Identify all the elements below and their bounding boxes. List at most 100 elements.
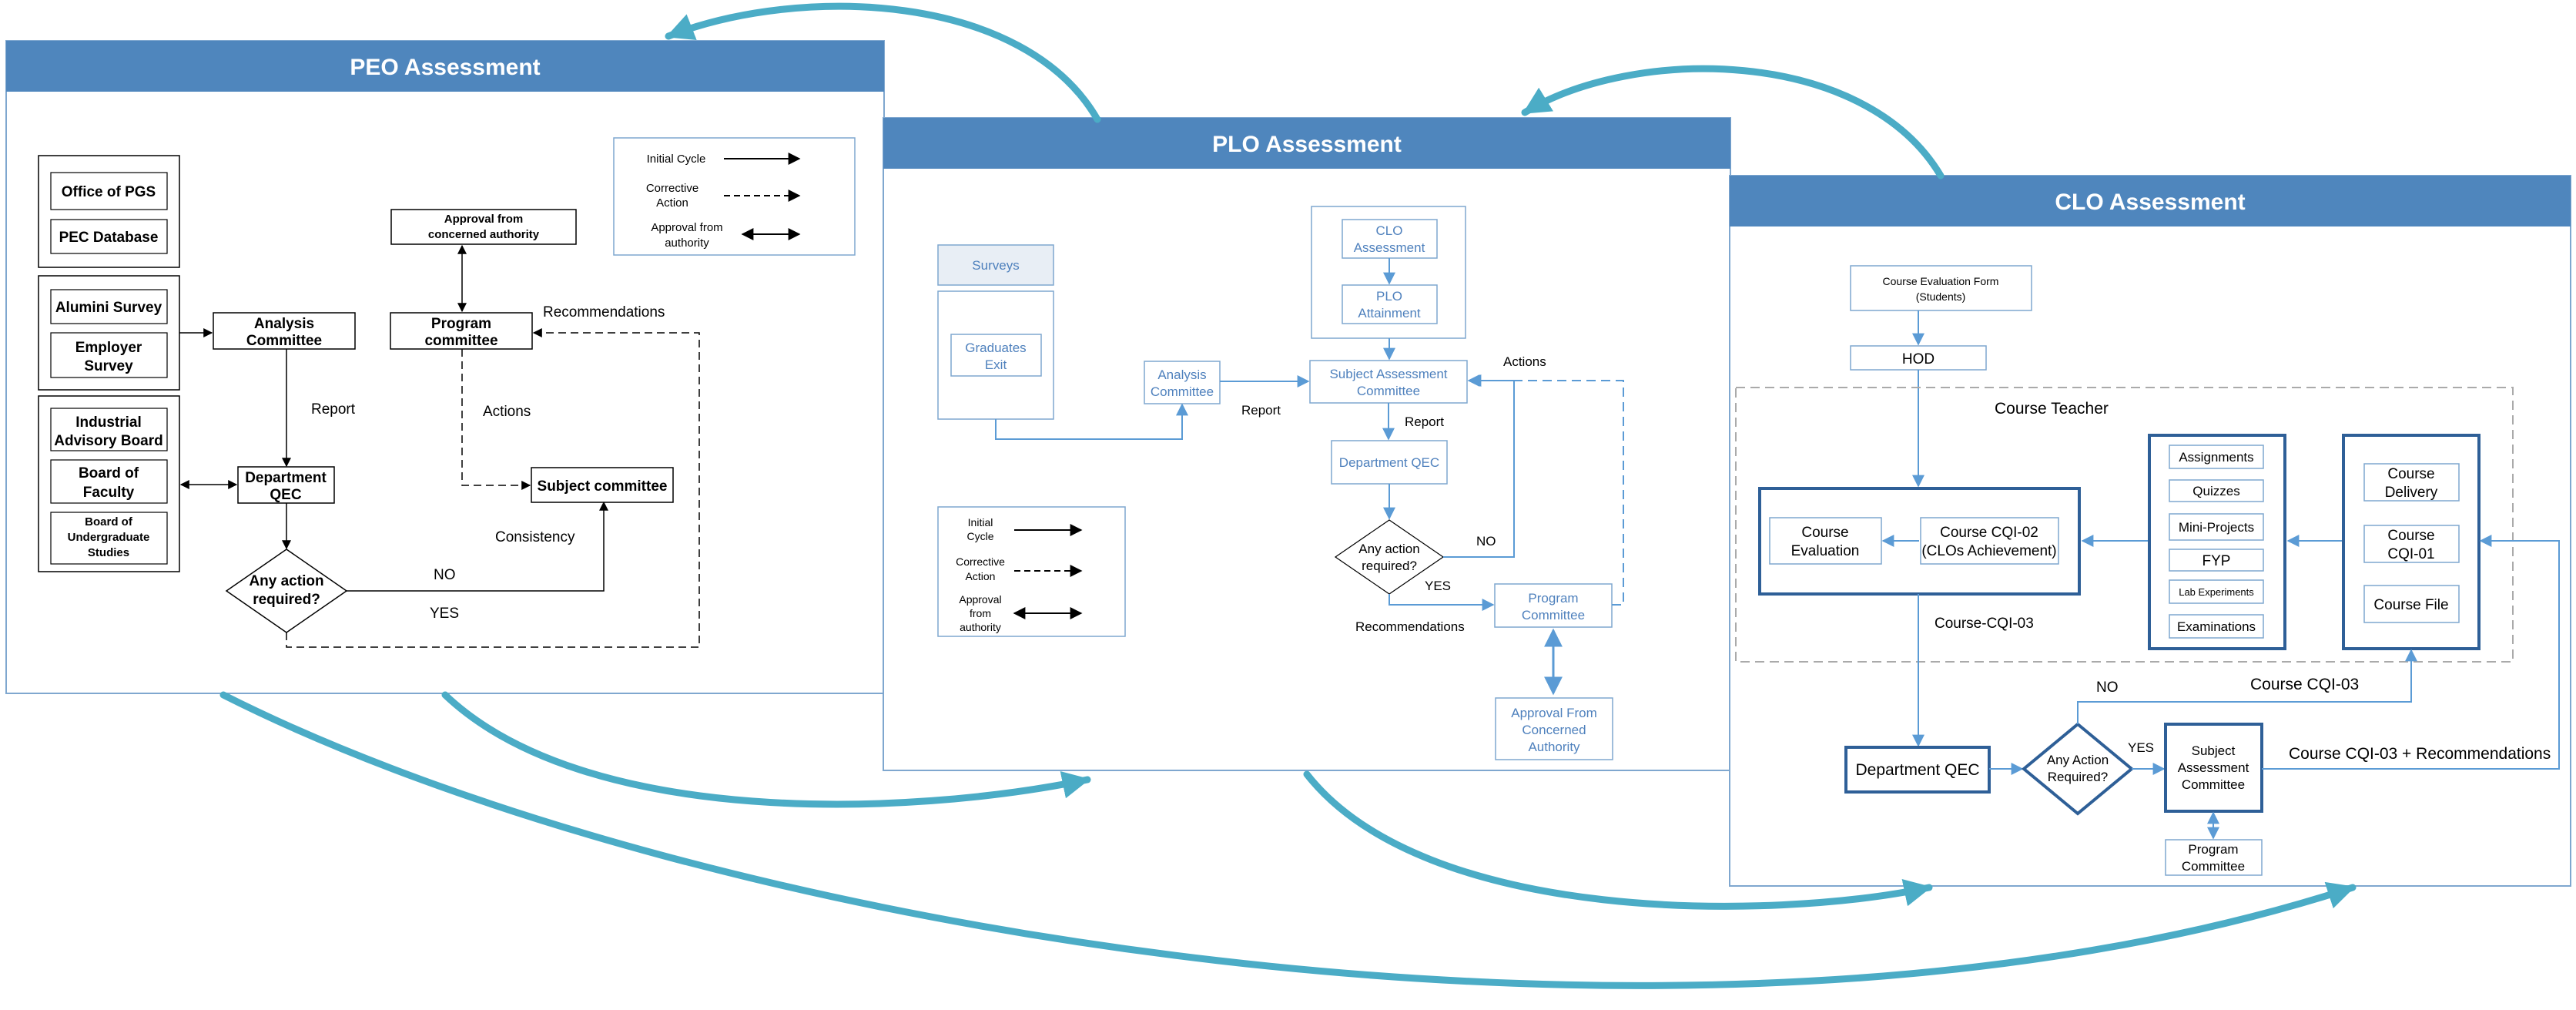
plo-program-label-2: Committee (1522, 608, 1585, 622)
peo-decision-label-2: required? (253, 592, 320, 608)
clo-subject-label-1: Subject (2192, 743, 2236, 758)
course-teacher-region (1735, 387, 2514, 663)
employer-survey-label-1: Employer (75, 340, 142, 356)
plo-legend-corrective-1: Corrective (956, 555, 1005, 568)
plo-surveys-label: Surveys (972, 258, 1019, 273)
peo-report-label: Report (311, 401, 356, 418)
plo-approval-label-2: Concerned (1522, 723, 1586, 737)
employer-survey-label-2: Survey (84, 358, 133, 374)
peo-panel: PEO Assessment Office of PGS PEC Databas… (5, 40, 885, 694)
peo-actions-label: Actions (483, 404, 531, 420)
peo-no-label: NO (434, 567, 456, 583)
clo-cqi01-label-2: CQI-01 (2387, 546, 2434, 562)
clo-cqi03-side-label: Course-CQI-03 (1935, 616, 2034, 632)
plo-panel: PLO Assessment Surveys Graduates Exit An… (883, 117, 1731, 771)
peo-subject-committee-label: Subject committee (538, 478, 668, 495)
clo-cqi03-top-label: Course CQI-03 (2250, 676, 2359, 693)
plo-legend-approval-2: from (970, 607, 991, 619)
peo-title: PEO Assessment (350, 55, 540, 80)
peo-dept-qec-label-2: QEC (270, 487, 301, 503)
plo-graduates-label-2: Exit (985, 357, 1007, 372)
plo-program-label-1: Program (1528, 591, 1578, 606)
plo-subject-label-2: Committee (1357, 384, 1420, 398)
plo-attainment-label-2: Attainment (1358, 306, 1421, 320)
peo-decision-label-1: Any action (249, 573, 323, 589)
plo-analysis-label-2: Committee (1151, 384, 1214, 399)
pec-database-label: PEC Database (59, 230, 159, 246)
peo-header (6, 41, 884, 92)
plo-approval-label-3: Authority (1528, 740, 1580, 754)
plo-report-label-2: Report (1405, 414, 1444, 429)
plo-legend-initial-1: Initial (968, 516, 993, 528)
peo-legend-initial: Initial Cycle (647, 153, 706, 166)
clo-cqi03-recs-label: Course CQI-03 + Recommendations (2289, 745, 2551, 763)
plo-no-label: NO (1476, 534, 1496, 549)
peo-legend-corrective-1: Corrective (646, 182, 698, 195)
alumni-survey-label: Alumini Survey (55, 300, 162, 316)
clo-hod-label: HOD (1902, 351, 1935, 367)
industrial-board-label-2: Advisory Board (54, 433, 162, 449)
plo-legend-approval-1: Approval (959, 593, 1001, 606)
board-faculty-label-1: Board of (79, 465, 139, 482)
clo-program-label-1: Program (2188, 842, 2238, 857)
peo-analysis-label-2: Committee (246, 333, 322, 349)
plo-decision-label-2: required? (1362, 559, 1417, 573)
peo-dept-qec-label-1: Department (245, 470, 327, 486)
plo-actions-label: Actions (1503, 354, 1546, 369)
clo-course-teacher-label: Course Teacher (1995, 400, 2109, 418)
peo-legend-corrective-2: Action (656, 196, 688, 210)
plo-analysis-label-1: Analysis (1157, 367, 1206, 382)
board-faculty-label-2: Faculty (83, 485, 135, 501)
plo-recommendations-label: Recommendations (1355, 619, 1465, 634)
peo-program-label-2: committee (424, 333, 497, 349)
clo-cqi02-label-1: Course CQI-02 (1940, 525, 2038, 541)
plo-legend-initial-2: Cycle (966, 530, 993, 542)
arrow-peo-to-plo (441, 691, 1091, 808)
plo-legend-approval-3: authority (960, 621, 1001, 633)
peo-approval-label-1: Approval from (444, 213, 524, 226)
clo-program-label-2: Committee (2182, 859, 2245, 874)
plo-legend-corrective-2: Action (966, 570, 996, 582)
plo-header (883, 118, 1730, 169)
clo-examinations-label: Examinations (2177, 619, 2256, 634)
board-ug-label-1: Board of (85, 515, 133, 528)
clo-course-eval-label-1: Course (1801, 525, 1848, 541)
clo-lab-label: Lab Experiments (2179, 586, 2254, 598)
arrow-clo-to-plo (1521, 65, 1945, 180)
plo-dept-qec-label: Department QEC (1339, 455, 1439, 470)
clo-header (1730, 176, 2571, 226)
clo-course-file-label: Course File (2373, 597, 2448, 613)
industrial-board-label-1: Industrial (75, 414, 142, 431)
clo-decision-label-2: Required? (2048, 770, 2108, 784)
clo-cqi02-label-2: (CLOs Achievement) (1921, 543, 2056, 559)
clo-cqi01-label-1: Course (2387, 528, 2434, 544)
peo-consistency-label: Consistency (495, 529, 575, 545)
peo-recommendations-label: Recommendations (543, 304, 665, 320)
peo-legend-approval-2: authority (665, 237, 709, 250)
office-pgs-label: Office of PGS (62, 184, 156, 200)
peo-program-label-1: Program (431, 316, 491, 332)
board-ug-label-2: Undergraduate (68, 531, 150, 544)
clo-course-eval-label-2: Evaluation (1791, 543, 1860, 559)
clo-eval-form-label-1: Course Evaluation Form (1883, 275, 1999, 287)
plo-title: PLO Assessment (1212, 132, 1402, 157)
peo-legend-approval-1: Approval from (651, 221, 722, 234)
clo-dept-qec-label: Department QEC (1855, 761, 1979, 779)
clo-fyp-label: FYP (2202, 553, 2231, 569)
clo-eval-form-label-2: (Students) (1916, 290, 1966, 303)
plo-report-label-1: Report (1241, 403, 1281, 418)
plo-yes-label: YES (1425, 579, 1451, 593)
plo-attainment-label-1: PLO (1376, 289, 1402, 304)
plo-decision-label-1: Any action (1358, 542, 1419, 556)
clo-panel: CLO Assessment Course Evaluation Form (S… (1729, 175, 2571, 887)
plo-legend: Initial Cycle Corrective Action Approval… (937, 506, 1126, 637)
peo-legend: Initial Cycle Corrective Action Approval… (613, 137, 856, 256)
clo-subject-label-2: Assessment (2178, 760, 2249, 775)
clo-yes-label: YES (2128, 740, 2154, 755)
peo-analysis-label-1: Analysis (254, 316, 314, 332)
clo-assignments-label: Assignments (2179, 450, 2253, 465)
clo-title: CLO Assessment (2055, 190, 2245, 215)
cycle-arrows (219, 2, 2357, 989)
peo-yes-label: YES (430, 606, 459, 622)
clo-delivery-label-2: Delivery (2385, 485, 2438, 501)
